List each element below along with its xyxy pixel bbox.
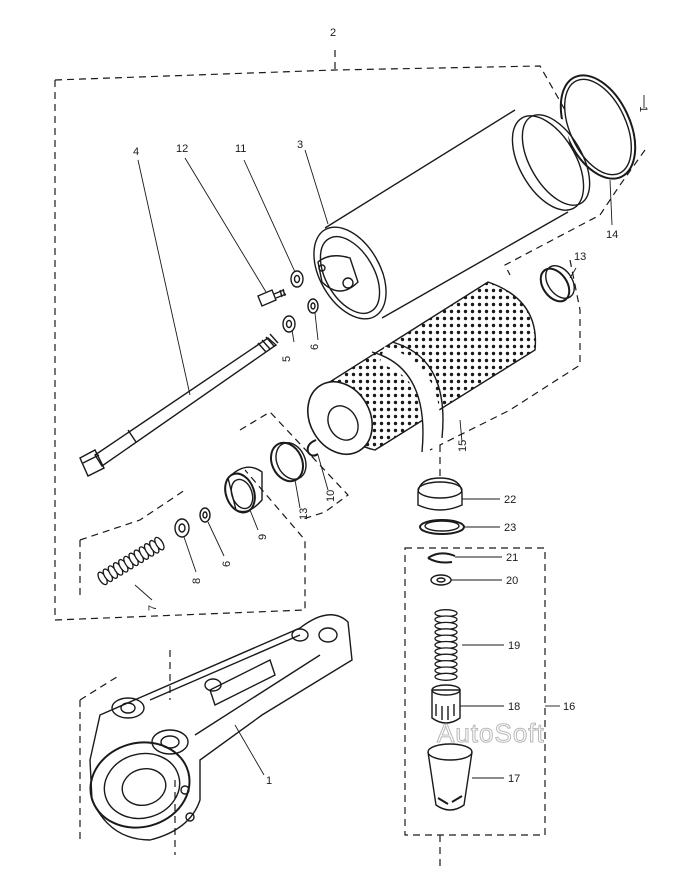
callout-8: 8 xyxy=(191,578,203,584)
spring-coil xyxy=(434,672,458,681)
callout-1: 1 xyxy=(266,775,272,787)
seal-ring-part-13-lower xyxy=(269,441,307,483)
small-bolt-part-12 xyxy=(257,288,287,307)
spring-part-7 xyxy=(97,536,165,586)
callout-20: 20 xyxy=(506,575,518,587)
callout-7: 7 xyxy=(147,605,159,611)
group-16-outline xyxy=(404,547,546,836)
washer-part-20 xyxy=(430,574,452,586)
callout-9: 9 xyxy=(257,534,269,540)
callout-15: 15 xyxy=(457,440,469,452)
group-10-outline xyxy=(239,411,349,521)
callout-16: 16 xyxy=(563,701,575,713)
callout-21: 21 xyxy=(506,552,518,564)
washer-part-11 xyxy=(290,270,304,288)
cap-part-22 xyxy=(417,477,463,511)
callout-17: 17 xyxy=(508,773,520,785)
callout-5: 5 xyxy=(281,356,293,362)
washer-part-6-upper xyxy=(307,298,319,314)
snap-ring-part-10 xyxy=(306,439,319,457)
callout-14: 14 xyxy=(606,229,618,241)
seal-ring-part-13-upper xyxy=(539,265,575,303)
callout-22: 22 xyxy=(504,494,516,506)
valve-sleeve-part-17 xyxy=(427,743,473,811)
watermark: AutoSoft xyxy=(437,718,545,748)
center-bolt-part-4 xyxy=(79,333,279,477)
washer-part-6-lower xyxy=(199,507,211,523)
valve-piston-part-18 xyxy=(431,684,461,724)
circlip-part-21 xyxy=(427,552,456,564)
callout-3: 3 xyxy=(297,139,303,151)
filter-head-part-1 xyxy=(89,614,353,841)
group-7-outline xyxy=(79,489,186,600)
assembly-2-outline xyxy=(54,50,646,621)
callout-13-lower: 13 xyxy=(298,508,310,520)
washer-part-5 xyxy=(282,315,296,333)
callout-4: 4 xyxy=(133,146,139,158)
spring-coil xyxy=(154,536,165,551)
housing-axis-lines xyxy=(79,445,441,870)
valve-spring-part-19 xyxy=(434,609,458,681)
callout-2: 2 xyxy=(330,27,336,39)
filter-element-part-15 xyxy=(307,281,537,455)
callout-23: 23 xyxy=(504,522,516,534)
seal-ring-part-23 xyxy=(419,519,465,535)
callout-6-upper: 6 xyxy=(309,344,321,350)
callout-18: 18 xyxy=(508,701,520,713)
callout-1-top: 1 xyxy=(637,106,649,112)
callout-19: 19 xyxy=(508,640,520,652)
part-callouts: 2 1 3 4 12 11 14 13 5 6 15 10 13 9 6 8 7… xyxy=(133,27,649,787)
filter-bowl-part-3 xyxy=(313,108,591,320)
callout-12: 12 xyxy=(176,143,188,155)
washer-part-8 xyxy=(174,518,190,538)
callout-11: 11 xyxy=(235,143,246,155)
callout-6-lower: 6 xyxy=(221,561,233,567)
leader-lines xyxy=(134,149,613,779)
callout-10: 10 xyxy=(325,490,337,502)
callout-13-upper: 13 xyxy=(574,251,586,263)
cup-part-9 xyxy=(224,466,263,514)
